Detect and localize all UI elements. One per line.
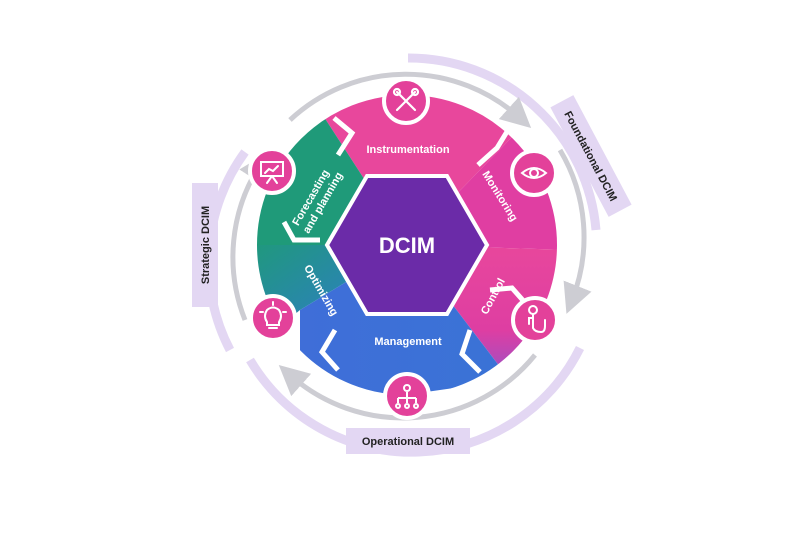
band-label-operational: Operational DCIM	[362, 436, 454, 448]
segment-label-management: Management	[374, 336, 442, 348]
band-label-strategic: Strategic DCIM	[200, 206, 212, 284]
cycle-arrows	[230, 71, 592, 421]
presentation-chart-icon[interactable]	[248, 147, 296, 195]
center-hexagon[interactable]	[324, 174, 490, 316]
segment-optimizing[interactable]	[240, 245, 407, 360]
segment-instrumentation[interactable]	[300, 80, 514, 245]
foundational-band-arc	[407, 53, 601, 231]
center-label: DCIM	[379, 233, 435, 258]
segment-label-instrumentation: Instrumentation	[366, 144, 449, 156]
arrow-left	[230, 152, 269, 321]
arrow-right	[557, 148, 592, 314]
arrow-top	[288, 71, 532, 129]
team-hierarchy-icon[interactable]	[383, 372, 431, 420]
touch-hand-icon[interactable]	[511, 296, 559, 344]
tools-icon[interactable]	[382, 77, 430, 125]
eye-icon[interactable]	[510, 149, 558, 197]
band-tab-operational: Operational DCIM	[346, 428, 470, 454]
lightbulb-icon[interactable]	[249, 294, 297, 342]
band-tab-strategic: Strategic DCIM	[192, 183, 218, 307]
